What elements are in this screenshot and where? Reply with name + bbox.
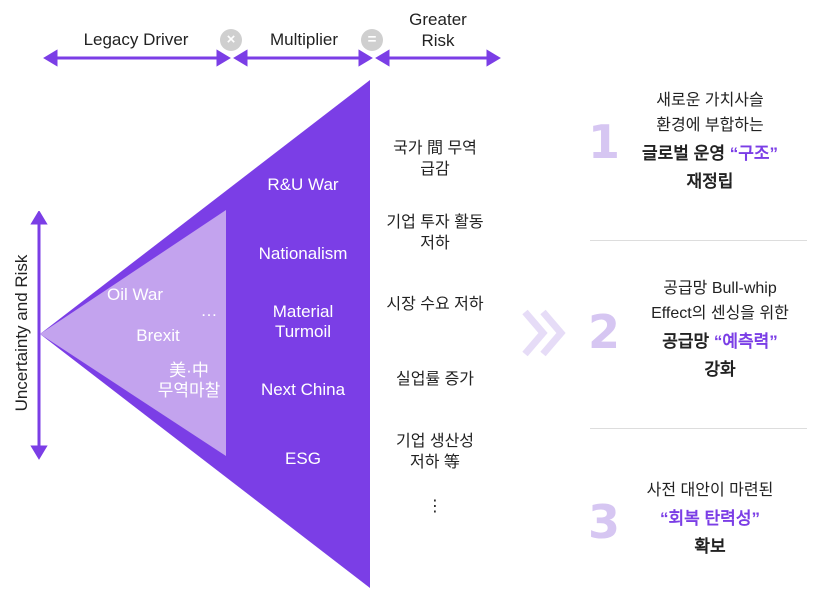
multiplier-next-china: Next China: [260, 380, 346, 399]
multiplier-nationalism: Nationalism: [258, 244, 348, 263]
multiplier-material-line2: Turmoil: [274, 322, 332, 341]
outcome-1-line2: 환경에 부합하는: [656, 117, 764, 134]
legacy-driver-arrow-icon: [43, 49, 231, 67]
multiplier-ru-war: R&U War: [267, 175, 339, 194]
times-operator-icon: ×: [220, 29, 242, 51]
multiplier-header: Multiplier: [269, 30, 339, 49]
outcome-divider-1: [590, 240, 807, 241]
risk-productivity-decline-line1: 기업 생산성: [395, 433, 475, 450]
outcome-1-bold-prefix: 글로벌 운영: [642, 144, 730, 163]
outcome-3-line2: “회복 탄력성”: [620, 506, 800, 531]
outcome-number-1: 1: [588, 115, 621, 169]
outcome-divider-2: [590, 428, 807, 429]
outcome-number-2: 2: [588, 305, 621, 359]
equals-operator-icon: =: [361, 29, 383, 51]
outcome-2-accent: “예측력”: [713, 332, 778, 351]
risk-investment-decline-line1: 기업 투자 활동: [386, 214, 484, 231]
legacy-driver-more: …: [200, 301, 218, 320]
risk-investment-decline-line2: 저하: [420, 235, 450, 252]
greater-risk-header: Greater Risk: [380, 9, 496, 51]
risk-productivity-decline: 기업 생산성 저하 等: [372, 431, 498, 473]
risk-demand-decline: 시장 수요 저하: [386, 296, 484, 313]
outcome-1-accent: “구조”: [729, 144, 778, 163]
multiplier-material-turmoil: Material Turmoil: [238, 302, 368, 342]
outcome-2-line4: 강화: [704, 360, 736, 379]
greater-risk-line2: Risk: [421, 31, 455, 50]
outcome-3-line1: 사전 대안이 마련된: [646, 482, 774, 499]
outcome-2: 공급망 Bull-whip Effect의 센싱을 위한 공급망 “예측력” 강…: [620, 276, 820, 382]
outcome-2-bold-prefix: 공급망: [662, 332, 714, 351]
outcome-2-line1: 공급망 Bull-whip: [663, 280, 777, 297]
risk-investment-decline: 기업 투자 활동 저하: [372, 212, 498, 254]
greater-risk-arrow-icon: [375, 49, 501, 67]
outcome-1-line4: 재정립: [686, 172, 734, 191]
risk-trade-decline-line2: 급감: [420, 161, 450, 178]
outcome-3-line3: 확보: [694, 537, 726, 556]
legacy-driver-us-china-line2: 무역마찰: [157, 381, 221, 400]
outcome-3: 사전 대안이 마련된 “회복 탄력성” 확보: [620, 478, 800, 559]
y-axis-arrow-icon: [30, 211, 48, 460]
outcome-1-line3: 글로벌 운영 “구조”: [620, 141, 800, 166]
outcome-2-line2: Effect의 센싱을 위한: [651, 305, 789, 322]
legacy-driver-us-china: 美·中 무역마찰: [148, 361, 230, 401]
header-arrows: [43, 49, 501, 67]
risk-more-ellipsis: ⋮: [427, 498, 443, 515]
legacy-driver-brexit: Brexit: [136, 326, 180, 345]
risk-unemployment-rise: 실업률 증가: [395, 371, 475, 388]
legacy-driver-us-china-line1: 美·中: [169, 361, 209, 380]
risk-trade-decline: 국가 間 무역 급감: [372, 138, 498, 180]
multiplier-arrow-icon: [233, 49, 373, 67]
legacy-driver-header: Legacy Driver: [83, 30, 189, 49]
double-chevron-icon: [522, 309, 566, 357]
legacy-driver-oil-war: Oil War: [106, 285, 164, 304]
outcome-1: 새로운 가치사슬 환경에 부합하는 글로벌 운영 “구조” 재정립: [620, 88, 800, 194]
multiplier-esg: ESG: [285, 449, 321, 468]
outcome-2-line3: 공급망 “예측력”: [620, 329, 820, 354]
risk-productivity-decline-line2: 저하 等: [410, 454, 460, 471]
outcome-number-3: 3: [588, 495, 621, 549]
legacy-driver-triangle: [40, 210, 226, 456]
outcome-1-line1: 새로운 가치사슬: [656, 92, 764, 109]
greater-risk-line1: Greater: [409, 10, 467, 29]
multiplier-material-line1: Material: [272, 302, 334, 321]
outcome-3-accent: “회복 탄력성”: [660, 509, 760, 528]
risk-trade-decline-line1: 국가 間 무역: [393, 140, 477, 157]
